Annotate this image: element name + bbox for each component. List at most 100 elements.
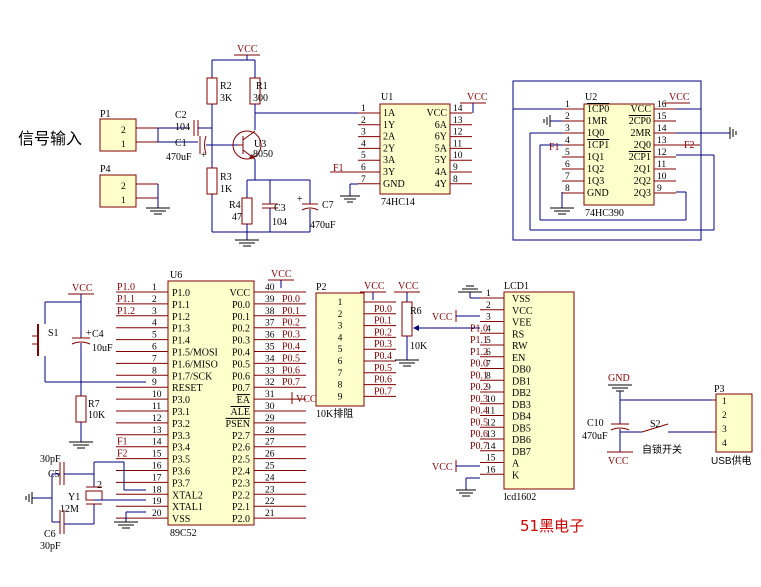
u6-pin-name-27: P2.6: [232, 443, 250, 454]
lcd-net-13: P0.6: [470, 429, 488, 440]
u6-pin-num-28: 28: [265, 426, 275, 436]
u1-pin-name-12: 6Y: [435, 132, 447, 143]
u6-right-pins: 40VCC39P0.0P0.038P0.1P0.137P0.2P0.236P0.…: [226, 283, 306, 525]
y1-pin-b: 2: [97, 480, 102, 491]
p2-pin-num-6: 6: [338, 357, 343, 367]
u1-ref: U1: [381, 92, 393, 103]
lcd-pin-num-3: 3: [486, 313, 491, 323]
lcd-pin-num-2: 2: [486, 301, 491, 311]
u1-pin-num-12: 12: [453, 128, 463, 138]
crystal-circuit: 30pF C5 2 Y1 12M C6 30pF: [25, 454, 146, 552]
u6-pin-num-11: 11: [152, 402, 161, 412]
u6-net-38: P0.1: [282, 306, 300, 317]
lcd-net-5: P1.1: [470, 335, 488, 346]
u6-pin-num-20: 20: [152, 509, 162, 519]
u2-right-pins: 16VCC152CP0142MR132Q0122CP1112Q1102Q292Q…: [629, 100, 676, 199]
lcd-pin-name-8: DB1: [512, 376, 531, 387]
u6-net-1: P1.0: [117, 282, 135, 293]
u6-pin-num-29: 29: [265, 414, 275, 424]
usb-power-section: GND C10 470uF VCC S2 自锁开关 P3 1 2 3 4 USB…: [582, 373, 753, 467]
u6-pin-name-1: P1.0: [172, 288, 190, 299]
gnd-label: GND: [608, 373, 630, 384]
p2-part: 10K排阻: [316, 407, 353, 420]
r3-ref: R3: [220, 172, 232, 183]
vcc-label-lcd-a: VCC: [432, 462, 453, 473]
c5-value: 30pF: [40, 454, 61, 465]
u1-pin-num-13: 13: [453, 116, 463, 126]
c7-ref: C7: [322, 200, 334, 211]
c6-ref: C6: [44, 529, 56, 540]
u1-pin-num-7: 7: [361, 175, 366, 185]
u6-pin-name-21: P2.0: [232, 514, 250, 525]
u6-pin-name-16: P3.6: [172, 467, 190, 478]
u1-f1-label: F1: [333, 163, 344, 174]
lcd-pin-name-5: RW: [512, 341, 528, 352]
p3-label: USB供电: [711, 454, 752, 467]
capacitor-c2: C2 104: [175, 110, 212, 136]
u6-pin-name-39: P0.0: [232, 300, 250, 311]
u6-pin-num-21: 21: [265, 509, 275, 519]
p4-ref: P4: [100, 164, 111, 175]
p2-net-2: P0.2: [374, 327, 392, 338]
u2-pin-num-9: 9: [657, 184, 662, 194]
u6-pin-name-40: VCC: [229, 288, 250, 299]
u2-pin-name-9: 2Q3: [634, 188, 651, 199]
u2-pin-num-13: 13: [657, 136, 667, 146]
p2-net-5: P0.5: [374, 363, 392, 374]
u1-pin-name-13: 6A: [435, 120, 448, 131]
r2-ref: R2: [220, 81, 232, 92]
r6-value: 10K: [410, 341, 428, 352]
u1-part: 74HC14: [381, 197, 415, 208]
u6-pin-num-35: 35: [265, 343, 275, 353]
r1-ref: R1: [256, 81, 268, 92]
c2-ref: C2: [175, 110, 187, 121]
lcd-pin-num-8: 8: [486, 371, 491, 381]
lcd-net-14: P0.7: [470, 441, 488, 452]
u6-pin-num-30: 30: [265, 402, 275, 412]
u2-pin-name-16: VCC: [630, 104, 651, 115]
r1-value: 300: [253, 93, 268, 104]
resistor-pack-p2: P2 10K排阻 123456789P0.0P0.1P0.2P0.3P0.4P0…: [315, 282, 396, 420]
u6-pin-num-5: 5: [152, 331, 157, 341]
u1-pin-num-9: 9: [453, 163, 458, 173]
u6-pin-num-17: 17: [152, 473, 162, 483]
u6-pin-num-36: 36: [265, 331, 275, 341]
u6-pin-num-26: 26: [265, 450, 275, 460]
u2-pin-name-2: 1MR: [587, 116, 608, 127]
p4-pin-2: 2: [121, 182, 126, 192]
u1-pin-num-1: 1: [361, 104, 366, 114]
lcd-pin-name-16: K: [512, 470, 520, 481]
u2-f1-label: F1: [549, 142, 560, 153]
lcd-pin-name-15: A: [512, 459, 520, 470]
u6-pin-name-17: P3.7: [172, 478, 190, 489]
u6-pin-name-5: P1.4: [172, 336, 190, 347]
u6-net-14: F1: [117, 437, 128, 448]
y1-value: 12M: [60, 504, 79, 515]
vcc-label-lcd: VCC: [432, 312, 453, 323]
u6-pin-name-31: EA: [237, 395, 251, 406]
lcd-pin-name-1: VSS: [512, 294, 530, 305]
s2-ref: S2: [650, 419, 661, 430]
u6-pin-num-9: 9: [152, 378, 157, 388]
u1-pin-num-4: 4: [361, 139, 366, 149]
u2-pin-name-12: 2CP1: [629, 152, 651, 163]
p3-pin-1: 1: [722, 397, 727, 407]
lcd-pin-name-7: DB0: [512, 365, 531, 376]
s1-ref: S1: [48, 328, 59, 339]
u6-net-15: F2: [117, 449, 128, 460]
u1-pin-name-1: 1A: [383, 108, 396, 119]
u2-pin-num-15: 15: [657, 112, 667, 122]
resistor-r1: R1 300: [249, 60, 358, 130]
lcd-body: [503, 291, 575, 490]
lcd-ref: LCD1: [504, 281, 529, 292]
brand-label: 51黑电子: [520, 517, 584, 535]
u6-pin-name-7: P1.6/MISO: [172, 359, 218, 370]
u6-body: [167, 280, 255, 526]
u6-net-2: P1.1: [117, 294, 135, 305]
u6-pin-num-18: 18: [152, 485, 162, 495]
lcd-pin-name-3: VEE: [512, 318, 531, 329]
